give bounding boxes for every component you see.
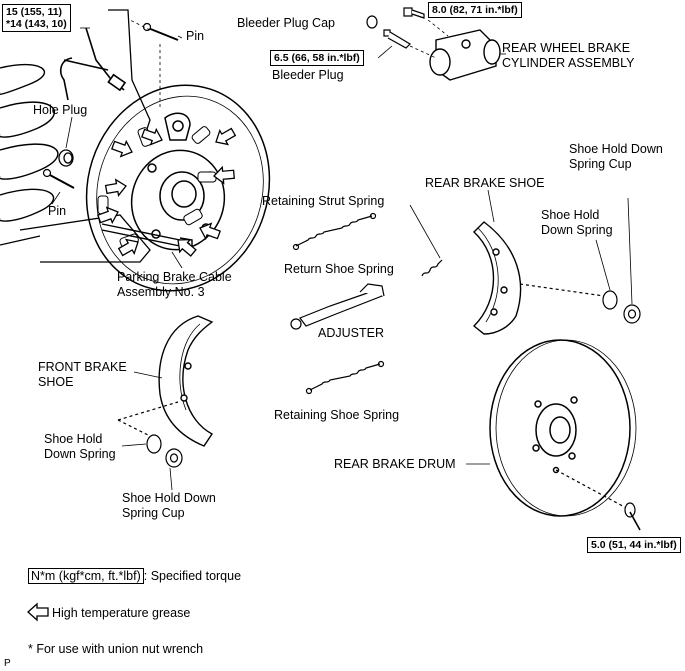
adjuster bbox=[290, 283, 385, 330]
legend-torque: N*m (kgf*cm, ft.*lbf): Specified torque bbox=[28, 568, 241, 584]
torque-cylinder-bolt: 8.0 (82, 71 in.*lbf) bbox=[428, 2, 522, 18]
pin-parts bbox=[42, 22, 179, 189]
label-wheel-cylinder: REAR WHEEL BRAKE CYLINDER ASSEMBLY bbox=[502, 41, 635, 70]
legend-torque-text: : Specified torque bbox=[143, 569, 242, 583]
label-adjuster: ADJUSTER bbox=[318, 326, 384, 340]
label-pin-left: Pin bbox=[48, 204, 67, 218]
hollow-arrow-icon bbox=[27, 603, 49, 621]
brake-line bbox=[59, 27, 127, 101]
label-pin-top: Pin bbox=[186, 29, 205, 43]
label-rear-brake-shoe: REAR BRAKE SHOE bbox=[425, 176, 545, 190]
label-front-brake-shoe: FRONT BRAKE SHOE bbox=[38, 360, 127, 389]
legend-grease: High temperature grease bbox=[52, 605, 190, 621]
bleeder-plug bbox=[383, 29, 411, 49]
leader-lines-cylinder bbox=[377, 19, 506, 59]
legend-grease-text: High temperature grease bbox=[52, 606, 191, 620]
torque-drum-screw: 5.0 (51, 44 in.*lbf) bbox=[587, 537, 681, 553]
bleeder-plug-cap bbox=[366, 15, 378, 29]
backing-plate bbox=[85, 84, 271, 292]
label-retaining-strut-spring: Retaining Strut Spring bbox=[262, 194, 385, 208]
corner-mark: P bbox=[4, 658, 11, 669]
retaining-strut-spring bbox=[409, 204, 443, 277]
label-bleeder-plug-cap: Bleeder Plug Cap bbox=[237, 16, 335, 30]
label-hold-down-cup-left: Shoe Hold Down Spring Cup bbox=[122, 491, 216, 520]
label-return-shoe-spring: Return Shoe Spring bbox=[284, 262, 394, 276]
label-hold-down-spring-right: Shoe Hold Down Spring bbox=[541, 208, 613, 237]
label-hold-down-spring-left: Shoe Hold Down Spring bbox=[44, 432, 116, 461]
torque-bleeder-plug: 6.5 (66, 58 in.*lbf) bbox=[270, 50, 364, 66]
hole-plug bbox=[58, 149, 74, 167]
torque-brake-line: 15 (155, 11) *14 (143, 10) bbox=[2, 4, 71, 32]
front-hold-down-parts bbox=[117, 371, 183, 491]
rear-brake-shoe bbox=[472, 221, 522, 335]
front-brake-shoe bbox=[158, 315, 214, 447]
label-retaining-shoe-spring: Retaining Shoe Spring bbox=[274, 408, 400, 422]
label-hold-down-cup-right: Shoe Hold Down Spring Cup bbox=[569, 142, 663, 171]
axle-housing bbox=[0, 9, 151, 263]
label-rear-brake-drum: REAR BRAKE DRUM bbox=[334, 457, 456, 471]
grease-spots bbox=[97, 126, 217, 248]
return-shoe-spring bbox=[292, 212, 377, 251]
legend-footnote: * For use with union nut wrench bbox=[28, 642, 204, 656]
wheel-cylinder bbox=[429, 29, 501, 81]
label-hole-plug: Hole Plug bbox=[33, 103, 88, 117]
label-parking-cable: Parking Brake Cable Assembly No. 3 bbox=[117, 270, 232, 299]
cylinder-bolt bbox=[403, 7, 425, 19]
rear-brake-drum bbox=[466, 339, 637, 517]
coil-spring bbox=[0, 63, 59, 222]
leader-lines-left bbox=[51, 19, 183, 269]
legend-torque-unit: N*m (kgf*cm, ft.*lbf) bbox=[28, 568, 144, 584]
drum-screw bbox=[555, 469, 641, 531]
label-bleeder-plug: Bleeder Plug bbox=[272, 68, 344, 82]
retaining-shoe-spring bbox=[305, 360, 385, 395]
rear-hold-down-parts bbox=[487, 189, 641, 324]
